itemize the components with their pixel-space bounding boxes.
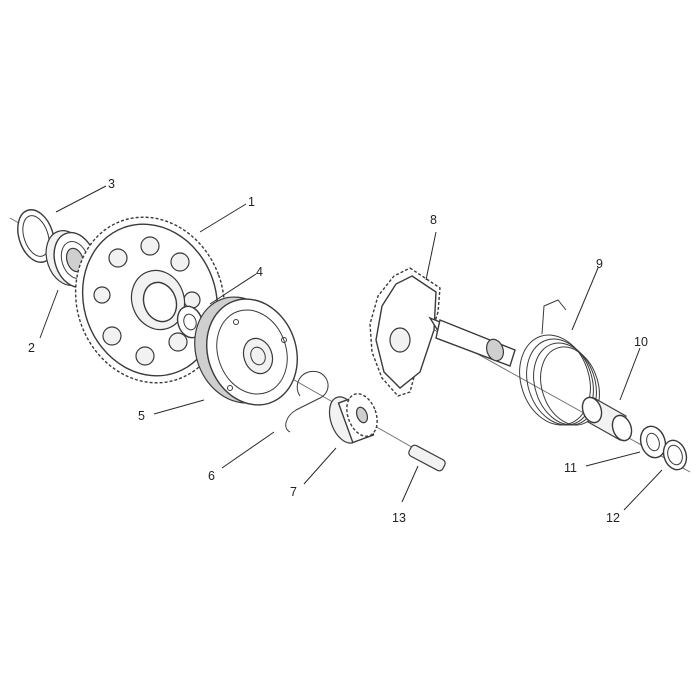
part-10-bushing (581, 396, 633, 442)
part-9-torsion-spring (519, 299, 600, 426)
callout-leader-lines (39, 185, 663, 511)
callout-1: 1 (248, 195, 255, 209)
callout-4: 4 (256, 265, 263, 279)
callout-12: 12 (606, 511, 620, 525)
part-1-driven-gear (74, 216, 226, 384)
callout-2: 2 (28, 341, 35, 355)
callout-7: 7 (290, 485, 297, 499)
callout-11: 11 (564, 461, 577, 475)
part-6-spring-clip (285, 370, 329, 433)
part-7-pinion (328, 393, 378, 444)
callout-6: 6 (208, 469, 215, 483)
callout-9: 9 (596, 257, 603, 271)
part-13-pin (408, 444, 446, 472)
callout-13: 13 (392, 511, 406, 525)
callout-5: 5 (138, 409, 145, 423)
callout-3: 3 (108, 177, 115, 191)
part-11-washer (639, 425, 667, 459)
callout-10: 10 (634, 335, 648, 349)
part-8-kickstart-shaft (369, 267, 516, 397)
part-5-clutch-hub (194, 296, 298, 406)
callout-8: 8 (430, 213, 437, 227)
part-12-circlip (662, 439, 688, 471)
part-3-circlip (17, 209, 55, 263)
callout-labels: 3 2 1 4 5 6 7 8 9 10 11 12 13 (28, 177, 648, 525)
